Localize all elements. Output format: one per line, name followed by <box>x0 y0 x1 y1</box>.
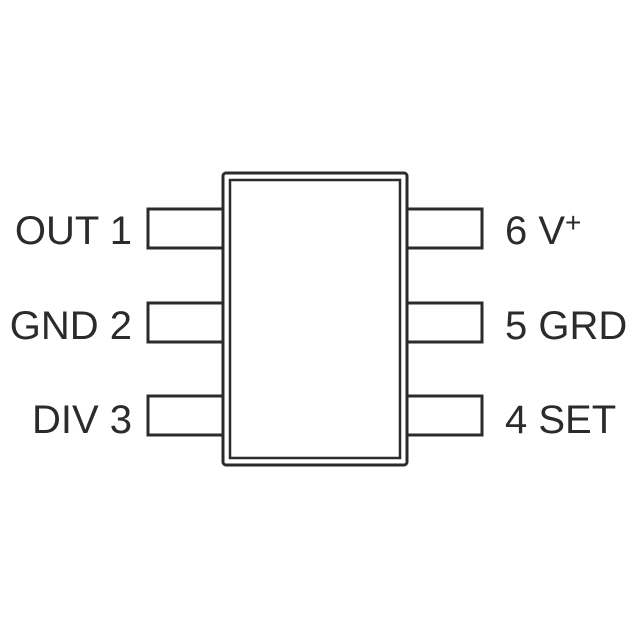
pin-4-label: 4 SET <box>505 398 616 442</box>
pin-3-label: DIV 3 <box>32 398 132 442</box>
right-pins <box>405 207 484 437</box>
pin-5-lead <box>405 301 484 344</box>
pin-6-label-text: 6 V <box>505 209 565 253</box>
pin-1-lead <box>146 207 225 250</box>
pin-2-label: GND 2 <box>10 304 132 348</box>
ic-package-body <box>221 171 409 467</box>
left-pins <box>146 207 225 437</box>
pin-6-label: 6 V+ <box>505 207 581 253</box>
pin-6-lead <box>405 207 484 250</box>
pin-3-lead <box>146 394 225 437</box>
pin-4-lead <box>405 394 484 437</box>
pin-5-label: 5 GRD <box>505 304 627 348</box>
pin-2-lead <box>146 301 225 344</box>
package-outline-outer <box>221 171 409 467</box>
package-outline-inner <box>228 178 402 460</box>
pin-6-label-superscript: + <box>565 207 581 238</box>
pin-1-label: OUT 1 <box>15 209 132 253</box>
